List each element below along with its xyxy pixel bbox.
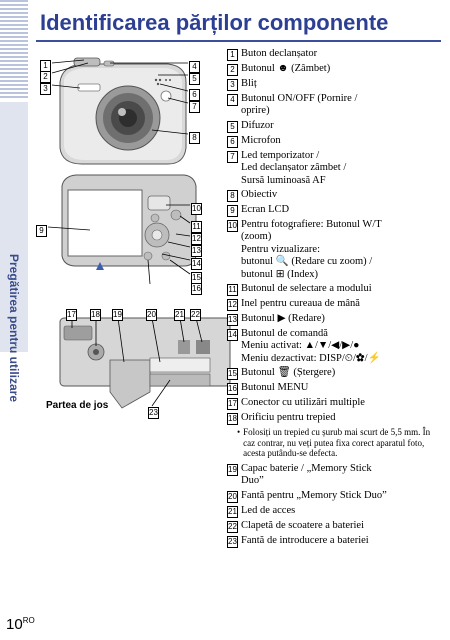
camera-bottom-view <box>59 317 231 409</box>
callout-12: 12 <box>191 233 202 246</box>
battery-cover-shape <box>109 359 151 409</box>
callout-6: 6 <box>189 86 200 104</box>
callout-21: 21 <box>174 309 185 322</box>
callout-13: 13 <box>191 245 202 258</box>
callout-7: 7 <box>189 98 200 116</box>
sidebar-stripes <box>0 0 28 100</box>
callout-lines <box>47 59 203 407</box>
sidebar-tab: Pregătirea pentru utilizare <box>0 102 28 402</box>
flash-shape <box>77 83 101 92</box>
bottom-view-label: Partea de jos <box>46 400 109 411</box>
callout-2: 2 <box>40 68 51 86</box>
callout-11: 11 <box>191 221 202 234</box>
callout-22: 22 <box>190 309 201 322</box>
callout-14: 14 <box>191 258 202 271</box>
callout-19: 19 <box>112 309 123 322</box>
page-title: Identificarea părților componente <box>40 10 389 35</box>
battery-slot-shape <box>149 373 211 387</box>
callout-3: 3 <box>40 80 51 98</box>
callout-4: 4 <box>189 58 200 76</box>
callout-18: 18 <box>90 309 101 322</box>
camera-back-view <box>61 174 197 270</box>
callout-9: 9 <box>36 222 47 240</box>
section-sidebar: Pregătirea pentru utilizare <box>0 0 28 640</box>
callout-17: 17 <box>66 309 77 322</box>
tripod-note: •Folosiți un trepied cu șurub mai scurt … <box>237 427 431 459</box>
self-timer-lamp-shape <box>160 90 172 102</box>
callout-16: 16 <box>191 283 202 296</box>
callout-23: 23 <box>148 407 159 420</box>
camera-front-view <box>59 57 187 165</box>
callout-8: 8 <box>189 129 200 147</box>
callout-20: 20 <box>146 309 157 322</box>
callout-10: 10 <box>191 203 202 216</box>
title-rule <box>36 40 441 42</box>
page-number: 10RO <box>6 616 35 633</box>
callout-5: 5 <box>189 70 200 88</box>
multi-connector-shape <box>63 325 93 341</box>
shutter-button-shape <box>73 57 101 67</box>
lcd-screen-shape <box>67 189 143 257</box>
